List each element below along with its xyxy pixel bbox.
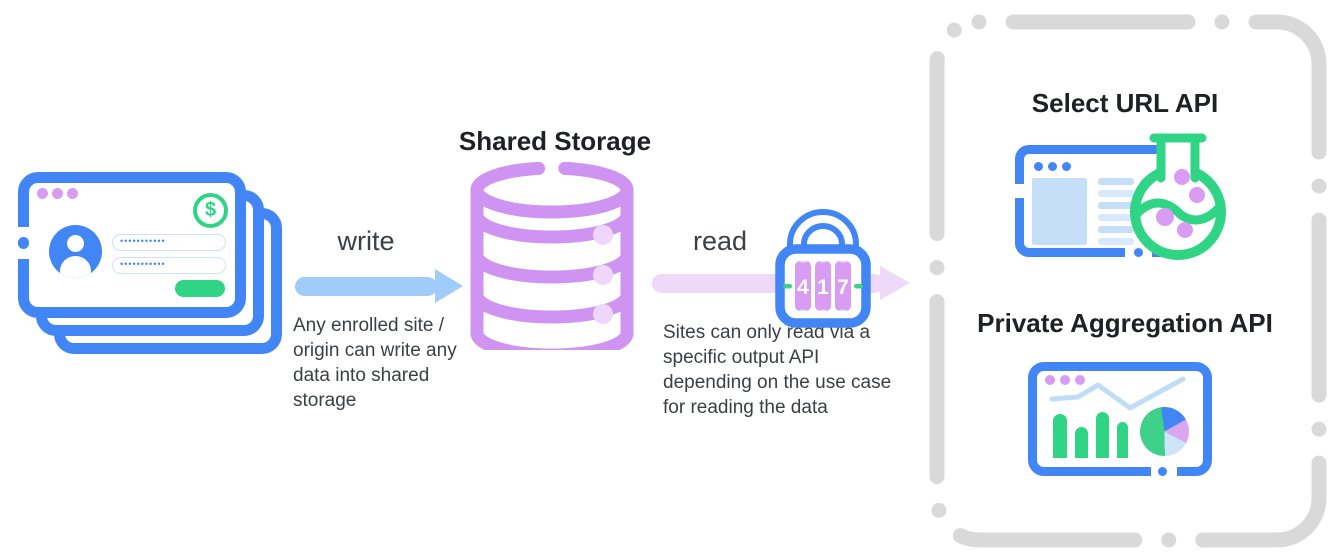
flask-icon — [1130, 124, 1226, 260]
avatar-icon — [49, 225, 102, 278]
window-control-dot — [67, 188, 78, 199]
read-caption: Sites can only read via a specific outpu… — [663, 322, 892, 418]
shared-storage-title: Shared Storage — [458, 126, 652, 156]
dashboard-chart-icon — [1028, 362, 1212, 476]
pie-chart — [1140, 407, 1189, 456]
combination-lock-icon: 4 1 7 — [775, 209, 871, 328]
password-input: ••••••••••• — [112, 257, 226, 274]
content-block — [1032, 178, 1087, 245]
flask-bubbles — [1156, 169, 1205, 238]
line-chart — [1049, 376, 1186, 411]
lock-code-digit: 1 — [817, 276, 829, 299]
lock-code-digit: 4 — [797, 276, 809, 299]
select-url-api-title: Select URL API — [1031, 88, 1219, 118]
password-input: ••••••••••• — [112, 234, 226, 251]
window-control-dot — [37, 188, 48, 199]
submit-button — [175, 280, 225, 297]
dollar-glyph: $ — [204, 199, 217, 221]
lock-tick-marks — [783, 284, 863, 289]
border-dot — [18, 237, 29, 249]
write-label: write — [337, 226, 395, 256]
lock-dials — [795, 261, 851, 311]
dollar-icon: $ — [193, 193, 228, 228]
site-window-front: $ ••••••••••• ••••••••••• — [18, 172, 246, 318]
window-control-dot — [52, 188, 63, 199]
output-apis-panel-border — [929, 14, 1327, 548]
database-icon — [470, 161, 634, 350]
database-record-dots — [593, 225, 613, 324]
private-aggregation-api-title: Private Aggregation API — [977, 308, 1273, 338]
lock-code-digit: 7 — [837, 276, 849, 299]
read-label: read — [692, 226, 748, 256]
write-caption: Any enrolled site / origin can write any… — [293, 315, 457, 411]
